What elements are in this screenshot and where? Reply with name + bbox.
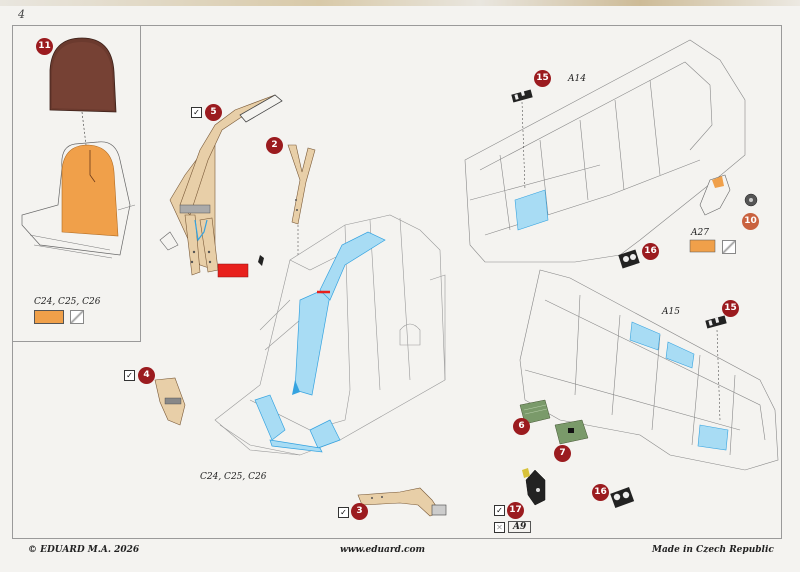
label-a9: A9: [508, 521, 532, 533]
sidewall-a14: [464, 39, 746, 263]
callout-15-bottom: 15: [722, 300, 739, 317]
gloss-finish-icon-a27: [722, 240, 736, 254]
page-number: 4: [18, 8, 25, 21]
shoulder-strap-part-2: [287, 144, 316, 255]
callout-2: 2: [266, 137, 283, 154]
bend-symbol-4: ✓: [124, 370, 135, 381]
lap-strap-part-4: [154, 377, 186, 426]
red-belt-tab: [217, 263, 249, 278]
label-a15: A15: [662, 307, 680, 317]
lap-strap-part-3: [357, 487, 447, 517]
footer-origin: Made in Czech Republic: [652, 545, 774, 555]
label-seat-parts: C24, C25, C26: [200, 472, 267, 482]
callout-5: 5: [205, 104, 222, 121]
callout-6: 6: [513, 418, 530, 435]
bend-symbol-3: ✓: [338, 507, 349, 518]
callout-3: 3: [351, 503, 368, 520]
pe-part-7: [554, 419, 589, 445]
bend-symbol-17: ✓: [494, 505, 505, 516]
pe-part-6: [519, 399, 551, 425]
pe-part-15-top: [511, 89, 533, 103]
footer-copyright: © EDUARD M.A. 2026: [28, 545, 140, 555]
label-inset-parts: C24, C25, C26: [34, 297, 101, 307]
sidewall-a15: [519, 269, 779, 471]
part-a27: [699, 174, 758, 216]
a14-blue-parts: [514, 189, 549, 231]
callout-4: 4: [138, 367, 155, 384]
seat-belts-blue: [254, 231, 386, 453]
label-a14: A14: [568, 74, 586, 84]
seat-inset-panel: [12, 25, 141, 342]
harness-straps-part-5: [159, 94, 283, 276]
page-top-edge: [0, 0, 800, 6]
orange-paint-swatch: [34, 310, 64, 324]
callout-10: 10: [742, 213, 759, 230]
pe-part-16-top: [618, 249, 640, 269]
callout-16-top: 16: [642, 243, 659, 260]
seat-assembly: [214, 214, 446, 456]
gloss-finish-icon: [70, 310, 84, 324]
a27-orange-swatch: [689, 239, 716, 253]
page-frame: [12, 25, 782, 539]
a15-blue-parts: [629, 321, 729, 451]
part-17: [522, 468, 546, 506]
callout-7: 7: [554, 445, 571, 462]
footer-website[interactable]: www.eduard.com: [340, 545, 426, 555]
bend-symbol-5: ✓: [191, 107, 202, 118]
seat-shell-inset: [21, 141, 131, 256]
seat-cushion-orange: [61, 144, 119, 237]
callout-15-top: 15: [534, 70, 551, 87]
bend-symbol-a9: ✕: [494, 522, 505, 533]
callout-11: 11: [36, 38, 53, 55]
pe-part-15-bottom: [705, 315, 727, 329]
callout-17: 17: [507, 502, 524, 519]
callout-16-bottom: 16: [592, 484, 609, 501]
label-a27: A27: [691, 228, 709, 238]
pe-part-16-bottom: [610, 487, 635, 508]
